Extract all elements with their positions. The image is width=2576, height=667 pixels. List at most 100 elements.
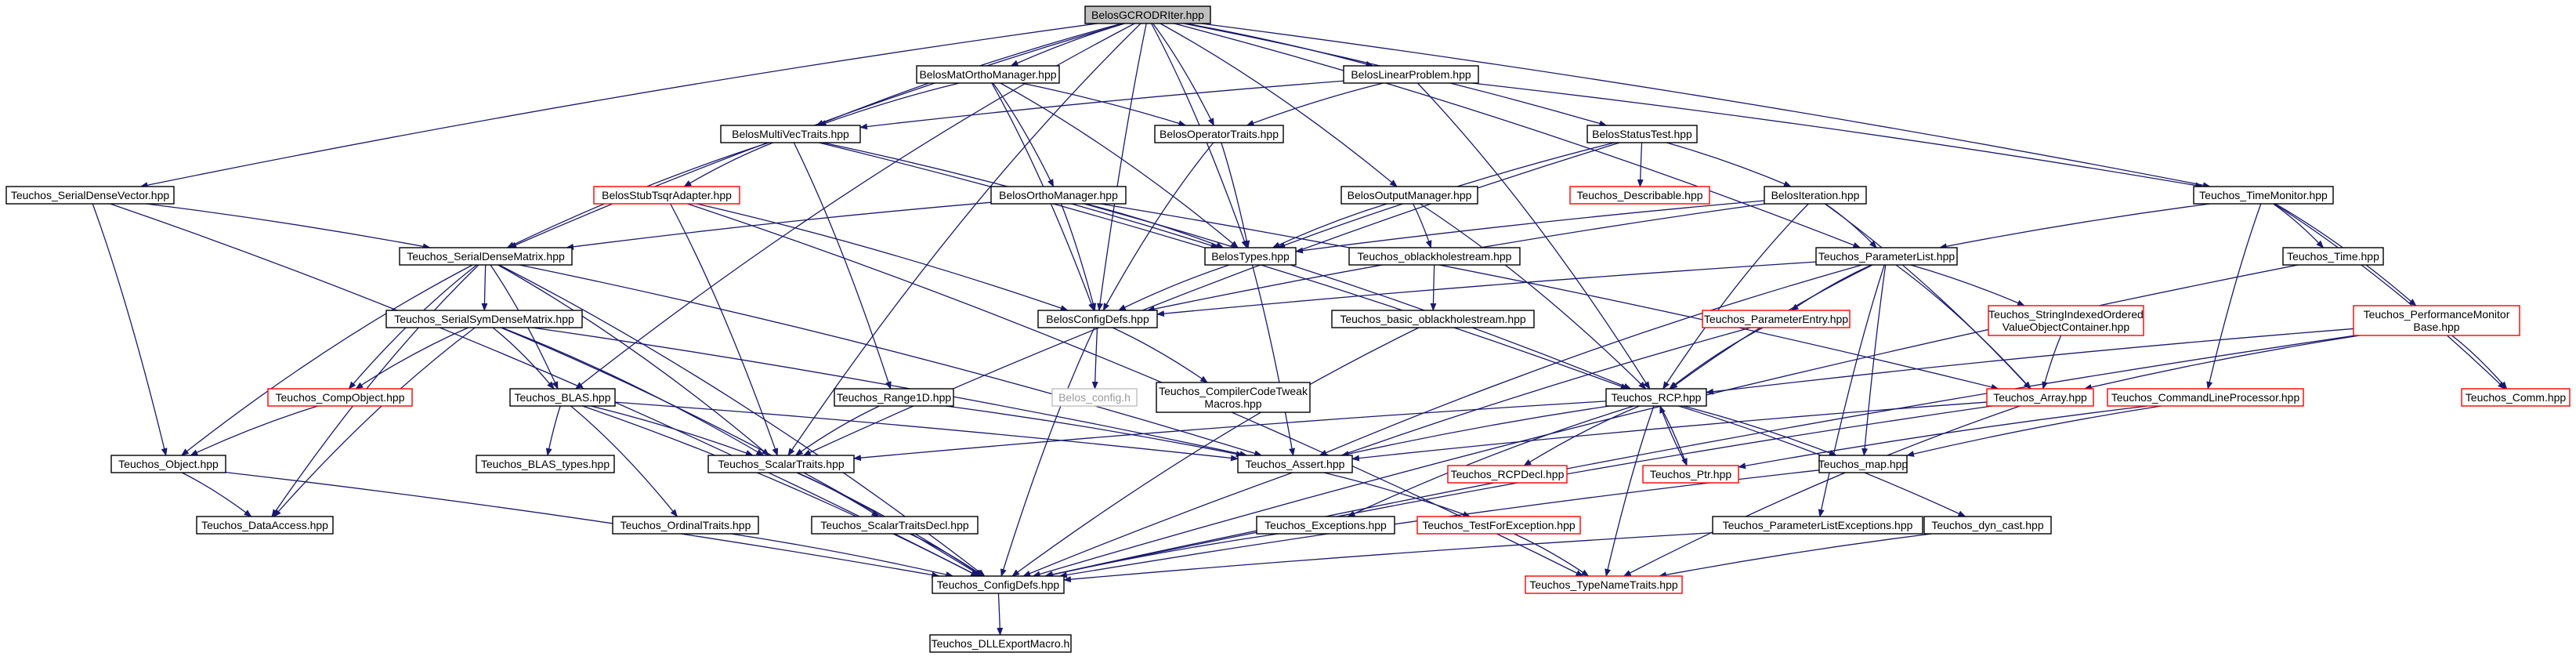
node-serialvec[interactable]: Teuchos_SerialDenseVector.hpp — [5, 186, 175, 205]
node-label: Teuchos_DataAccess.hpp — [201, 519, 328, 531]
node-blastypes[interactable]: Teuchos_BLAS_types.hpp — [476, 455, 615, 473]
node-box — [1204, 247, 1297, 266]
node-blas[interactable]: Teuchos_BLAS.hpp — [509, 388, 616, 407]
node-box — [720, 125, 861, 143]
node-belostypes[interactable]: BelosTypes.hpp — [1204, 247, 1297, 266]
edge-assert-to-testforexc — [1323, 472, 1471, 517]
node-box — [916, 65, 1060, 84]
node-configdefs[interactable]: Teuchos_ConfigDefs.hpp — [932, 575, 1065, 594]
node-tmap[interactable]: Teuchos_map.hpp — [1818, 455, 1908, 473]
node-box — [1586, 125, 1698, 143]
node-box — [267, 388, 413, 407]
edge-matortho-to-multivec — [818, 82, 960, 126]
node-tobject[interactable]: Teuchos_Object.hpp — [110, 455, 226, 473]
node-dataaccess[interactable]: Teuchos_DataAccess.hpp — [196, 516, 334, 535]
node-typename[interactable]: Teuchos_TypeNameTraits.hpp — [1525, 575, 1683, 594]
node-root[interactable]: BelosGCRODRIter.hpp — [1084, 5, 1211, 24]
node-box — [2282, 247, 2384, 266]
node-label: Teuchos_dyn_cast.hpp — [1931, 519, 2043, 531]
node-orthomgr[interactable]: BelosOrthoManager.hpp — [990, 186, 1127, 205]
node-operator[interactable]: BelosOperatorTraits.hpp — [1154, 125, 1284, 143]
node-belosconfig[interactable]: BelosConfigDefs.hpp — [1037, 310, 1158, 328]
node-label: Teuchos_Array.hpp — [1993, 391, 2087, 404]
node-belosconfigh[interactable]: Belos_config.h — [1051, 388, 1138, 407]
edge-serialvec-to-serialmat — [146, 203, 431, 250]
node-dyncast[interactable]: Teuchos_dyn_cast.hpp — [1923, 516, 2052, 535]
node-box — [1084, 5, 1211, 24]
edge-iteration-to-tarray — [1824, 203, 2031, 390]
edge-blas-to-scalartraits — [590, 405, 754, 456]
edge-root-to-serialmat — [508, 23, 1125, 248]
node-range1d[interactable]: Teuchos_Range1D.hpp — [834, 388, 954, 407]
node-box — [834, 388, 954, 407]
node-outputmgr[interactable]: BelosOutputManager.hpp — [1340, 186, 1478, 205]
node-label: Teuchos_TestForException.hpp — [1422, 519, 1576, 531]
node-basicoblack[interactable]: Teuchos_basic_oblackholestream.hpp — [1331, 310, 1535, 328]
node-iteration[interactable]: BelosIteration.hpp — [1764, 186, 1867, 205]
node-serialsym[interactable]: Teuchos_SerialSymDenseMatrix.hpp — [385, 310, 583, 328]
node-testforexc[interactable]: Teuchos_TestForException.hpp — [1416, 516, 1581, 535]
edge-tobject-to-dataaccess — [182, 472, 252, 517]
edge-range1d-to-scalartraits — [794, 405, 880, 456]
node-scalardecl[interactable]: Teuchos_ScalarTraitsDecl.hpp — [811, 516, 979, 535]
node-rcpdecl[interactable]: Teuchos_RCPDecl.hpp — [1447, 465, 1568, 484]
node-ttime[interactable]: Teuchos_Time.hpp — [2282, 247, 2384, 266]
edge-serialmat-to-tobject — [181, 264, 473, 456]
edge-layer — [92, 23, 2508, 636]
node-describable[interactable]: Teuchos_Describable.hpp — [1569, 186, 1710, 205]
edge-timemonitor-to-comm — [2274, 203, 2505, 390]
edge-rcp-to-tmap — [1682, 405, 1837, 456]
edge-tobject-to-configdefs — [225, 471, 940, 578]
node-comm[interactable]: Teuchos_Comm.hpp — [2461, 388, 2571, 407]
node-tarray[interactable]: Teuchos_Array.hpp — [1986, 388, 2094, 407]
node-label: Teuchos_CommandLineProcessor.hpp — [2111, 391, 2300, 404]
edge-ptr-to-rcp — [1659, 405, 1688, 466]
node-oblack[interactable]: Teuchos_oblackholestream.hpp — [1348, 247, 1521, 266]
node-serialmat[interactable]: Teuchos_SerialDenseMatrix.hpp — [399, 247, 573, 266]
node-ptr[interactable]: Teuchos_Ptr.hpp — [1642, 465, 1739, 484]
node-multivec[interactable]: BelosMultiVecTraits.hpp — [720, 125, 861, 143]
node-box — [1416, 516, 1581, 535]
node-paramlist[interactable]: Teuchos_ParameterList.hpp — [1815, 247, 1958, 266]
edge-stubtsqr-to-typename — [687, 203, 1584, 577]
node-label: BelosStatusTest.hpp — [1592, 128, 1692, 140]
node-stubtsqr[interactable]: BelosStubTsqrAdapter.hpp — [593, 186, 740, 205]
node-layer: BelosGCRODRIter.hppBelosMatOrthoManager.… — [5, 5, 2571, 653]
node-rcp[interactable]: Teuchos_RCP.hpp — [1605, 388, 1707, 407]
edge-testforexc-to-typename — [1514, 533, 1590, 577]
edge-linprob-to-multivec — [859, 80, 1344, 130]
node-cmdline[interactable]: Teuchos_CommandLineProcessor.hpp — [2107, 388, 2304, 407]
node-ordinal[interactable]: Teuchos_OrdinalTraits.hpp — [612, 516, 759, 535]
node-timemonitor[interactable]: Teuchos_TimeMonitor.hpp — [2193, 186, 2334, 205]
edge-oblack-to-basicoblack — [1430, 264, 1437, 311]
node-exceptions[interactable]: Teuchos_Exceptions.hpp — [1256, 516, 1395, 535]
edge-orthomgr-to-serialmat — [566, 201, 992, 250]
node-statustest[interactable]: BelosStatusTest.hpp — [1586, 125, 1698, 143]
node-assert[interactable]: Teuchos_Assert.hpp — [1237, 455, 1353, 473]
node-linprob[interactable]: BelosLinearProblem.hpp — [1343, 65, 1479, 84]
node-paramexc[interactable]: Teuchos_ParameterListExceptions.hpp — [1712, 516, 1923, 535]
edge-root-to-operator — [1152, 23, 1214, 126]
node-label: Teuchos_Range1D.hpp — [837, 391, 952, 404]
node-label: Teuchos_TimeMonitor.hpp — [2199, 189, 2328, 201]
node-paramentry[interactable]: Teuchos_ParameterEntry.hpp — [1702, 310, 1851, 328]
edge-root-to-scalartraits — [787, 23, 1141, 456]
node-box — [2107, 388, 2304, 407]
node-label: Teuchos_ConfigDefs.hpp — [937, 578, 1060, 591]
node-matortho[interactable]: BelosMatOrthoManager.hpp — [916, 65, 1060, 84]
node-compobj[interactable]: Teuchos_CompObject.hpp — [267, 388, 413, 407]
edge-orthomgr-to-rcp — [1084, 203, 1632, 390]
node-box — [990, 186, 1127, 205]
edge-timemonitor-to-cmdline — [2206, 203, 2262, 390]
node-label: BelosIteration.hpp — [1771, 189, 1860, 201]
edge-rcp-to-assert — [1340, 405, 1610, 457]
node-scalartraits[interactable]: Teuchos_ScalarTraits.hpp — [707, 455, 855, 473]
node-label: BelosConfigDefs.hpp — [1046, 313, 1149, 325]
node-stridx[interactable]: Teuchos_StringIndexedOrderedValueObjectC… — [1988, 305, 2144, 336]
node-dllexport[interactable]: Teuchos_DLLExportMacro.h — [929, 634, 1072, 653]
node-label: Teuchos_Describable.hpp — [1576, 189, 1702, 201]
node-label: BelosOutputManager.hpp — [1348, 189, 1472, 201]
node-box — [612, 516, 759, 535]
